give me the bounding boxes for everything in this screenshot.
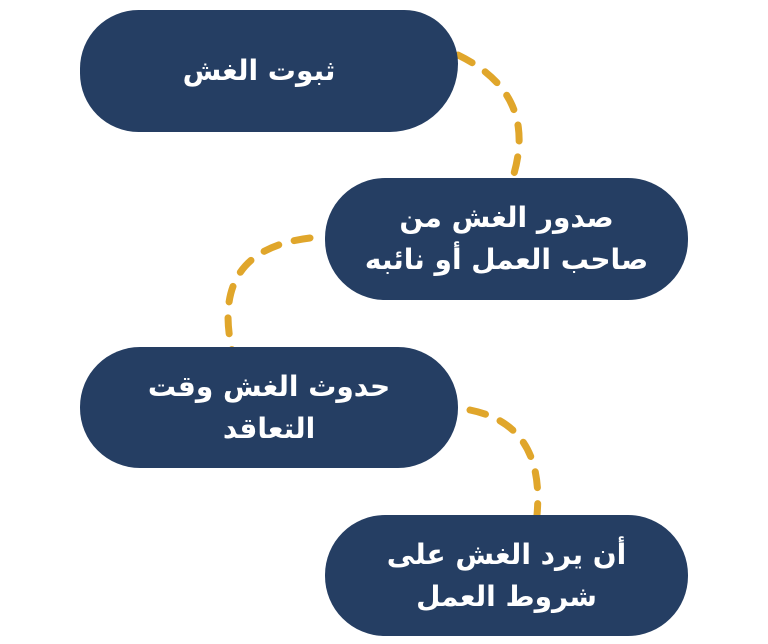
step-4-box: أن يرد الغش على شروط العمل bbox=[325, 515, 688, 636]
step-3-box: حدوث الغش وقت التعاقد bbox=[80, 347, 458, 468]
connector-3-4 bbox=[466, 406, 542, 519]
connector-2-3 bbox=[224, 234, 314, 354]
step-2-box: صدور الغش من صاحب العمل أو نائبه bbox=[325, 178, 688, 300]
step-1-text: ثبوت الغش bbox=[182, 54, 336, 87]
step-2-text: صدور الغش من صاحب العمل أو نائبه bbox=[364, 201, 649, 276]
step-3-text: حدوث الغش وقت التعاقد bbox=[147, 369, 391, 445]
step-4-text: أن يرد الغش على شروط العمل bbox=[386, 537, 627, 613]
connector-1-2 bbox=[454, 51, 523, 184]
step-1-box: ثبوت الغش bbox=[80, 10, 458, 132]
